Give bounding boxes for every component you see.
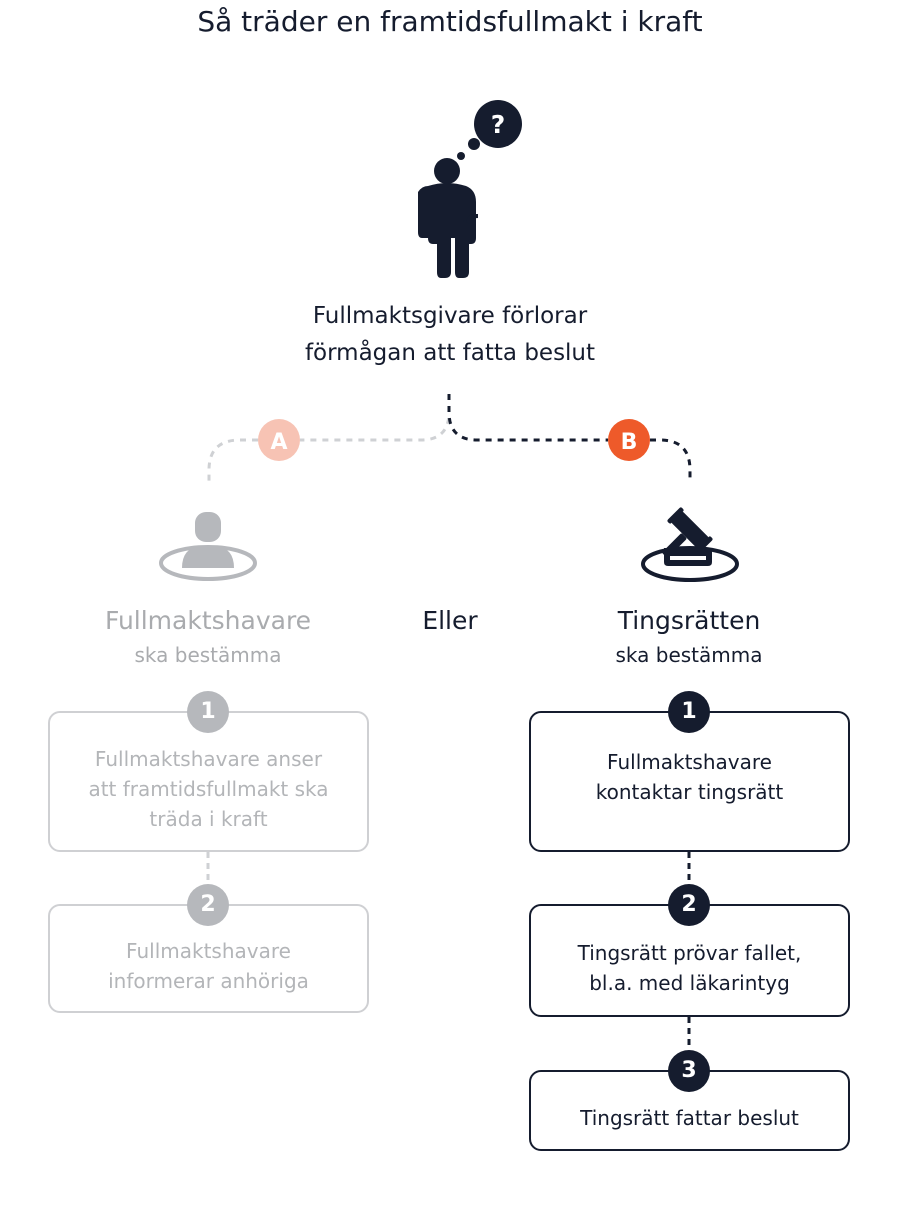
question-thought-bubble-icon: ? bbox=[457, 100, 522, 160]
step-b2-text: Tingsrätt prövar fallet, bl.a. med läkar… bbox=[577, 940, 802, 995]
step-a1-text: Fullmaktshavare anser att framtidsfullma… bbox=[88, 746, 329, 831]
step-b2-number: 2 bbox=[668, 884, 710, 926]
main-event-line-2: förmågan att fatta beslut bbox=[304, 340, 596, 366]
step-a1-number: 1 bbox=[187, 691, 229, 733]
step-a2-text: Fullmaktshavare informerar anhöriga bbox=[108, 938, 309, 993]
or-label: Eller bbox=[422, 606, 478, 635]
branch-b-subheading: ska bestämma bbox=[615, 643, 763, 667]
svg-text:A: A bbox=[270, 430, 287, 455]
step-a2-number: 2 bbox=[187, 884, 229, 926]
branch-a-heading: Fullmaktshavare bbox=[104, 606, 312, 635]
branch-a-badge: A bbox=[258, 419, 300, 461]
branch-b-heading: Tingsrätten bbox=[617, 606, 761, 635]
svg-text:B: B bbox=[621, 430, 638, 455]
step-b3-number: 3 bbox=[668, 1050, 710, 1092]
svg-text:?: ? bbox=[491, 110, 506, 139]
gavel-icon bbox=[641, 507, 739, 582]
branch-a-subheading: ska bestämma bbox=[134, 643, 282, 667]
main-event-label: Fullmaktsgivare förlorar förmågan att fa… bbox=[225, 298, 675, 372]
page-title: Så träder en framtidsfullmakt i kraft bbox=[197, 5, 703, 38]
branch-b-badge: B bbox=[608, 419, 650, 461]
step-b1-box: Fullmaktshavare kontaktar tingsrätt bbox=[529, 711, 850, 852]
person-on-platform-icon bbox=[159, 512, 257, 581]
step-b3-text: Tingsrätt fattar beslut bbox=[580, 1105, 799, 1130]
elderly-person-with-cane-icon bbox=[418, 158, 478, 278]
step-b1-text: Fullmaktshavare kontaktar tingsrätt bbox=[595, 750, 784, 804]
step-b1-number: 1 bbox=[668, 691, 710, 733]
main-event-line-1: Fullmaktsgivare förlorar bbox=[312, 303, 588, 329]
